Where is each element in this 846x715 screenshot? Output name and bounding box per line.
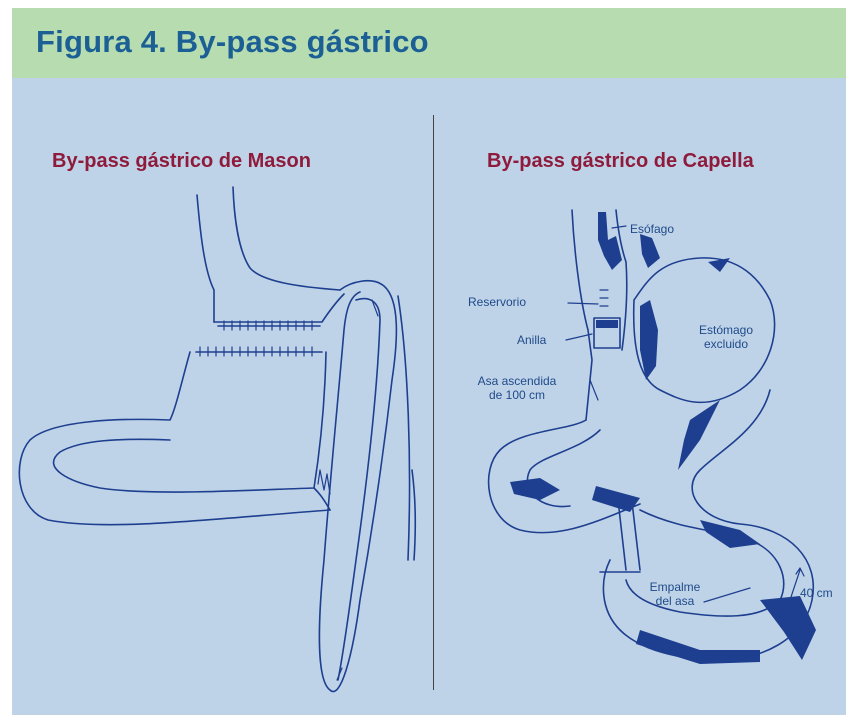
label-leader-empalme bbox=[704, 588, 750, 602]
mason-limb-tick bbox=[337, 300, 378, 680]
capella-intestine-shade-4 bbox=[700, 520, 760, 548]
mason-diagram bbox=[19, 187, 415, 692]
capella-reservoir-ticks bbox=[600, 290, 608, 306]
capella-ring-fill bbox=[596, 320, 618, 328]
label-asa-line1: Asa ascendida bbox=[452, 374, 582, 388]
label-40cm: 40 cm bbox=[800, 586, 833, 600]
capella-esophagus-blob bbox=[598, 212, 622, 270]
label-empalme-asa: Empalme del asa bbox=[640, 580, 710, 608]
label-estomago-line1: Estómago bbox=[688, 323, 764, 337]
capella-intestine-shade-2 bbox=[636, 630, 760, 664]
mason-side-line-2 bbox=[412, 470, 415, 560]
capella-esophagus-blob-2 bbox=[640, 234, 660, 268]
label-estomago-excluido: Estómago excluido bbox=[688, 323, 764, 351]
mason-esophagus-wall bbox=[233, 187, 340, 290]
capella-loop-shade bbox=[510, 478, 560, 500]
mason-stomach-fold bbox=[318, 470, 330, 494]
label-empalme-line1: Empalme bbox=[640, 580, 710, 594]
capella-intestine-shade bbox=[678, 400, 720, 470]
mason-pouch bbox=[214, 294, 344, 322]
mason-side-line-1 bbox=[398, 296, 410, 560]
label-leader-reservorio bbox=[568, 303, 598, 304]
label-leader-asa bbox=[590, 380, 598, 400]
capella-esophagus-right bbox=[616, 210, 627, 350]
capella-stomach-shade-2 bbox=[708, 258, 730, 272]
capella-ascended-loop bbox=[489, 420, 640, 533]
label-anilla: Anilla bbox=[517, 333, 546, 347]
label-empalme-line2: del asa bbox=[640, 594, 710, 608]
label-esofago: Esófago bbox=[630, 222, 674, 236]
capella-stomach-shade bbox=[640, 300, 658, 380]
label-asa-line2: de 100 cm bbox=[452, 388, 582, 402]
mason-excluded-stomach bbox=[19, 352, 330, 525]
label-estomago-line2: excluido bbox=[688, 337, 764, 351]
mason-esophagus bbox=[197, 195, 214, 322]
label-asa-ascendida: Asa ascendida de 100 cm bbox=[452, 374, 582, 402]
mason-roux-limb-inner bbox=[338, 299, 380, 680]
mason-roux-limb-outer bbox=[319, 281, 396, 692]
label-reservorio: Reservorio bbox=[468, 295, 526, 309]
label-leader-anilla bbox=[566, 334, 592, 340]
